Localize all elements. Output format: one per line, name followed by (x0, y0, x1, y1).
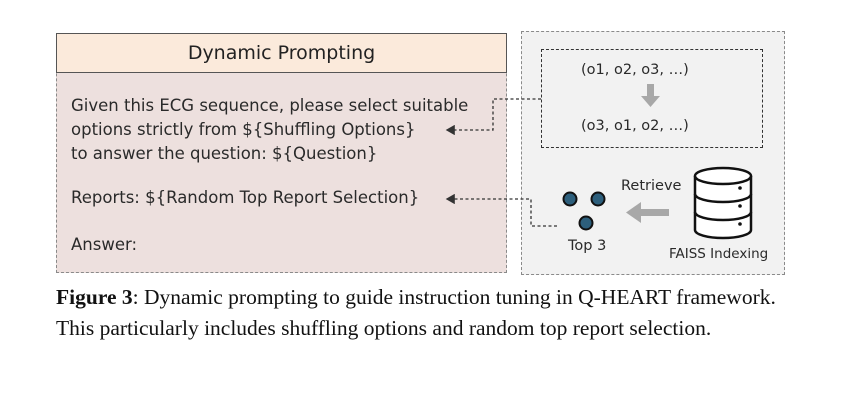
figure-caption: Figure 3: Dynamic prompting to guide ins… (56, 282, 801, 344)
shuffle-down-arrow (641, 84, 660, 107)
retrieve-left-arrow (626, 202, 669, 223)
caption-text: : Dynamic prompting to guide instruction… (56, 285, 776, 340)
faiss-indexing-label: FAISS Indexing (669, 246, 769, 262)
prompt-reports-line: Reports: ${Random Top Report Selection} (71, 188, 420, 207)
report-dot-1 (562, 191, 578, 207)
prompt-line-3: to answer the question: ${Question} (71, 144, 378, 163)
shuffle-connector-arrow (445, 98, 541, 136)
options-after-text: (o3, o1, o2, …) (581, 118, 689, 134)
options-before-text: (o1, o2, o3, …) (581, 62, 689, 78)
retrieve-label: Retrieve (621, 178, 682, 194)
report-dot-2 (590, 191, 606, 207)
caption-label: Figure 3 (56, 285, 133, 309)
database-icon (693, 166, 753, 240)
report-dot-3 (578, 215, 594, 231)
prompt-panel (56, 33, 507, 273)
prompt-title: Dynamic Prompting (56, 33, 507, 73)
reports-connector-arrow (445, 193, 557, 227)
prompt-line-2: options strictly from ${Shuffling Option… (71, 120, 416, 139)
prompt-answer-line: Answer: (71, 235, 138, 254)
top-3-label: Top 3 (568, 238, 607, 254)
prompt-line-1: Given this ECG sequence, please select s… (71, 96, 469, 115)
